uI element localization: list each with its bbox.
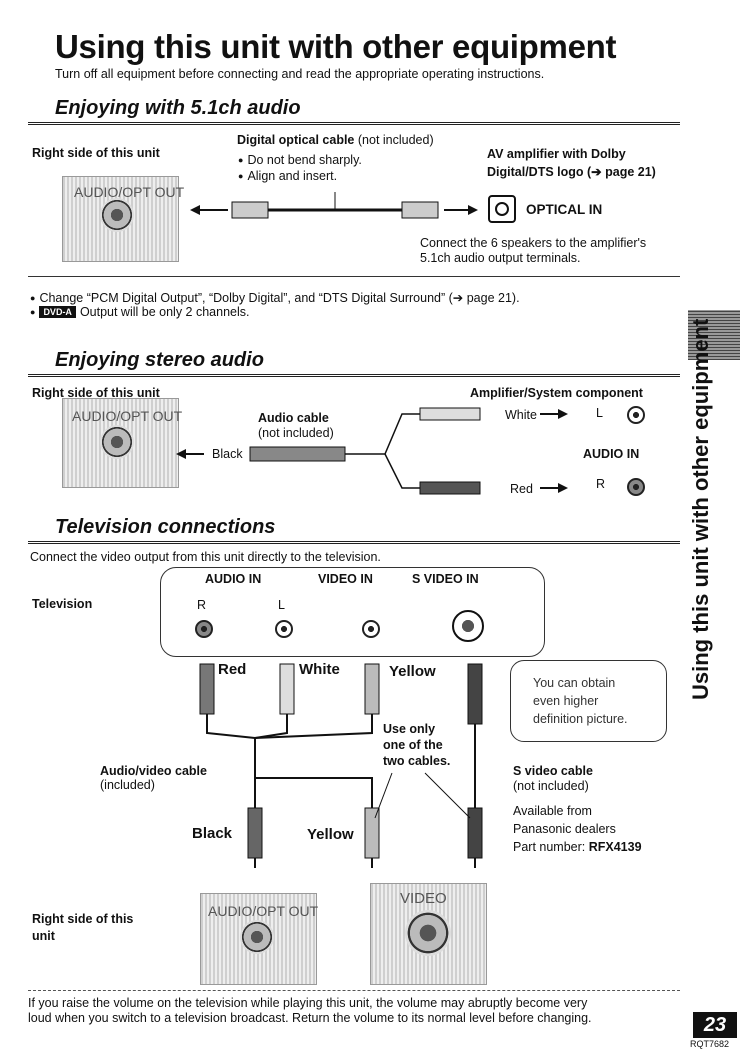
av-cable-diagram [199,663,483,868]
heading-5-1ch-audio: Enjoying with 5.1ch audio [55,97,301,119]
optical-port-icon [100,198,134,232]
side-tab-block [688,310,740,360]
tv-intro: Connect the video output from this unit … [30,550,381,564]
audio-cable-note: (not included) [258,426,334,440]
side-tab-text: Using this unit with other equipment [688,318,713,700]
right-side-label: Right side of this unit [32,146,160,160]
red-label: Red [510,482,533,496]
right-side-label: Right side of this unit [32,386,160,400]
amp-line-2: Digital/DTS logo (➔ page 21) [487,165,656,179]
audio-port-icon [240,920,274,954]
white-label: White [505,408,537,422]
use-only-2: one of the [383,738,443,752]
audio-cable-diagram [176,407,568,495]
page-number: 23 [693,1012,737,1038]
section-rule [28,374,680,377]
tip-bubble [510,660,667,742]
right-side-1: Right side of this [32,912,134,926]
part-number: Part number: RFX4139 [513,840,642,854]
black-plug-label: Black [192,825,233,842]
connect-note-1: Connect the 6 speakers to the amplifier'… [420,236,647,250]
tv-l: L [278,598,285,612]
bullet-align: Align and insert. [238,169,337,183]
audio-cable-title: Audio cable [258,411,329,425]
available-2: Panasonic dealers [513,822,616,836]
r-label: R [596,477,606,491]
optical-cable-diagram [190,192,478,219]
heading-stereo-audio: Enjoying stereo audio [55,349,264,371]
section-rule [28,541,680,544]
video-label: VIDEO [400,890,447,907]
l-label: L [596,406,603,420]
warning-line-2: loud when you switch to a television bro… [28,1011,592,1025]
tv-s-video-in: S VIDEO IN [412,572,479,586]
white-plug-label: White [299,661,340,678]
optical-in-jack-icon [488,195,516,223]
panel-label: AUDIO/OPT OUT [74,184,185,200]
black-label: Black [212,447,243,461]
tv-l-jack-icon [275,620,293,638]
panel-label: AUDIO/OPT OUT [72,408,183,424]
tv-panel [160,567,545,657]
tv-video-jack-icon [362,620,380,638]
amp-component-label: Amplifier/System component [470,386,643,400]
tip-line-3: definition picture. [533,712,628,726]
dvd-a-badge: DVD-A [39,306,76,318]
heading-tv-connections: Television connections [55,516,276,538]
note-change-settings: Change “PCM Digital Output”, “Dolby Digi… [30,290,519,305]
s-video-cable-label: S video cable [513,764,593,778]
bullet-bend: Do not bend sharply. [238,153,361,167]
connect-note-2: 5.1ch audio output terminals. [420,251,581,265]
footer-divider [28,990,680,991]
section-rule [28,122,680,125]
right-audio-jack-icon [627,478,645,496]
tip-line-1: You can obtain [533,676,616,690]
panel-label: AUDIO/OPT OUT [208,903,319,919]
available-1: Available from [513,804,592,818]
tv-r: R [197,598,207,612]
yellow-plug-label: Yellow [389,663,436,680]
left-audio-jack-icon [627,406,645,424]
red-plug-label: Red [218,661,247,678]
use-only-3: two cables. [383,754,451,768]
doc-code: RQT7682 [690,1039,730,1049]
av-cable-included: (included) [100,778,155,792]
audio-in-label: AUDIO IN [583,447,640,461]
s-video-cable-note: (not included) [513,779,589,793]
television-label: Television [32,597,93,611]
cable-title: Digital optical cable (not included) [237,133,434,147]
divider [28,276,680,277]
tv-r-jack-icon [195,620,213,638]
tv-audio-in: AUDIO IN [205,572,262,586]
av-cable-label: Audio/video cable [100,764,207,778]
warning-line-1: If you raise the volume on the televisio… [28,996,588,1010]
tv-video-in: VIDEO IN [318,572,373,586]
audio-port-icon [100,425,134,459]
yellow-bottom-label: Yellow [307,826,354,843]
amp-line-1: AV amplifier with Dolby [487,147,626,161]
use-only-1: Use only [383,722,436,736]
page-title: Using this unit with other equipment [55,28,617,65]
s-video-port-icon [405,910,451,956]
page-subtitle: Turn off all equipment before connecting… [55,67,545,81]
optical-in-label: OPTICAL IN [526,202,603,217]
right-side-2: unit [32,929,55,943]
tv-s-video-jack-icon [452,610,484,642]
tip-line-2: even higher [533,694,599,708]
